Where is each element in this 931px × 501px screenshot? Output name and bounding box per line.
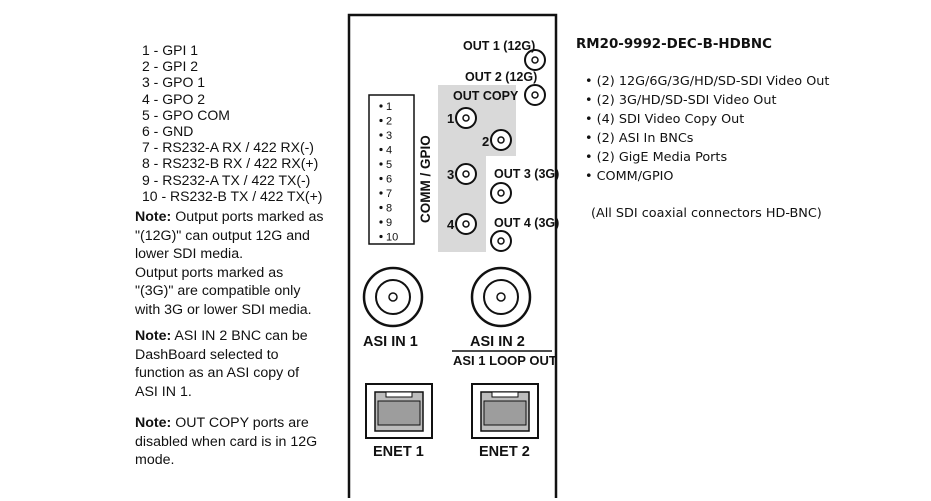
feature-item: (4) SDI Video Copy Out (585, 110, 829, 129)
bnc-out1 (524, 49, 546, 71)
bnc-out2 (524, 84, 546, 106)
label-asi-in2: ASI IN 2 (470, 334, 525, 350)
note-asi-in2: Note: ASI IN 2 BNC can be DashBoard sele… (135, 327, 355, 401)
connector-footnote: (All SDI coaxial connectors HD-BNC) (591, 206, 822, 221)
label-copy3: 3 (447, 167, 454, 182)
bnc-copy3 (455, 163, 477, 185)
note-text: with 3G or lower SDI media. (135, 301, 312, 318)
label-asi-loop: ASI 1 LOOP OUT (453, 353, 557, 368)
bnc-asi-in2 (470, 266, 532, 328)
note-text: "(3G)" are compatible only (135, 283, 301, 300)
pinout-item: 9 - RS232-A TX / 422 TX(-) (142, 171, 311, 188)
pinout-item: 2 - GPI 2 (142, 58, 199, 75)
terminal-pin: 6 (386, 174, 392, 186)
terminal-pin: 7 (386, 188, 392, 200)
bnc-copy2 (490, 129, 512, 151)
feature-item: (2) 3G/HD/SD-SDI Video Out (585, 91, 829, 110)
pinout-item: 1 - GPI 1 (142, 42, 199, 58)
pinout-item: 4 - GPO 2 (142, 90, 206, 107)
note-out-copy: Note: OUT COPY ports are disabled when c… (135, 414, 355, 470)
bnc-copy4 (455, 213, 477, 235)
terminal-pin: 2 (386, 116, 392, 128)
note-text: Output ports marked as (171, 209, 324, 225)
bnc-copy1 (455, 107, 477, 129)
terminal-pin: 10 (386, 232, 398, 244)
note-label: Note: (135, 328, 172, 344)
bnc-out4 (490, 230, 512, 252)
pinout-item: 7 - RS232-A RX / 422 RX(-) (142, 139, 314, 156)
enet1-port (365, 383, 433, 439)
note-text: ASI IN 1. (135, 383, 192, 400)
note-text: ASI IN 2 BNC can be (171, 328, 308, 344)
bnc-out3 (490, 182, 512, 204)
terminal-pin: 5 (386, 159, 392, 171)
out-copy-shade (438, 85, 516, 252)
pinout-item: 6 - GND (142, 123, 194, 140)
terminal-pins: 1 2 3 4 5 6 7 8 9 10 (379, 101, 398, 244)
label-out1: OUT 1 (12G) (463, 39, 535, 53)
terminal-pin: 9 (386, 217, 392, 229)
feature-item: (2) 12G/6G/3G/HD/SD-SDI Video Out (585, 72, 830, 91)
pinout-item: 5 - GPO COM (142, 106, 230, 123)
label-comm-gpio: COMM / GPIO (418, 135, 433, 223)
label-copy2: 2 (482, 134, 489, 149)
label-enet2: ENET 2 (479, 444, 530, 460)
terminal-pin: 4 (386, 145, 392, 157)
pinout-item: 3 - GPO 1 (142, 74, 206, 91)
enet2-port (471, 383, 539, 439)
note-text: lower SDI media. (135, 246, 244, 263)
feature-item: (2) ASI In BNCs (585, 129, 829, 148)
terminal-pin: 1 (386, 101, 392, 113)
label-out3: OUT 3 (3G) (494, 167, 559, 181)
label-out4: OUT 4 (3G) (494, 216, 559, 230)
terminal-pin: 8 (386, 203, 392, 215)
feature-item: (2) GigE Media Ports (585, 148, 829, 167)
label-enet1: ENET 1 (373, 444, 424, 460)
label-out-copy: OUT COPY (453, 89, 519, 103)
note-text: disabled when card is in 12G (135, 433, 318, 450)
pinout-item: 10 - RS232-B TX / 422 TX(+) (142, 187, 323, 204)
note-label: Note: (135, 415, 172, 431)
feature-list: (2) 12G/6G/3G/HD/SD-SDI Video Out (2) 3G… (585, 72, 830, 186)
pinout-list: 1 - GPI 1 2 - GPI 2 3 - GPO 1 4 - GPO 2 … (142, 42, 322, 204)
note-text: "(12G)" can output 12G and (135, 227, 310, 244)
label-out2: OUT 2 (12G) (465, 70, 537, 84)
note-output-ports: Note: Output ports marked as "(12G)" can… (135, 208, 355, 320)
comm-gpio-terminal (368, 94, 415, 245)
note-text: mode. (135, 452, 175, 469)
note-text: Output ports marked as (135, 264, 284, 281)
model-title: RM20-9992-DEC-B-HDBNC (576, 37, 772, 52)
panel-outline (347, 13, 558, 498)
feature-item: COMM/GPIO (585, 167, 829, 186)
terminal-pin: 3 (386, 130, 392, 142)
note-text: function as an ASI copy of (135, 365, 300, 382)
note-text: OUT COPY ports are (171, 415, 309, 431)
bnc-asi-in1 (362, 266, 424, 328)
label-asi-in1: ASI IN 1 (363, 334, 418, 350)
note-label: Note: (135, 209, 172, 225)
label-copy1: 1 (447, 111, 454, 126)
note-text: DashBoard selected to (135, 346, 279, 363)
label-copy4: 4 (447, 217, 455, 232)
pinout-item: 8 - RS232-B RX / 422 RX(+) (142, 155, 319, 172)
